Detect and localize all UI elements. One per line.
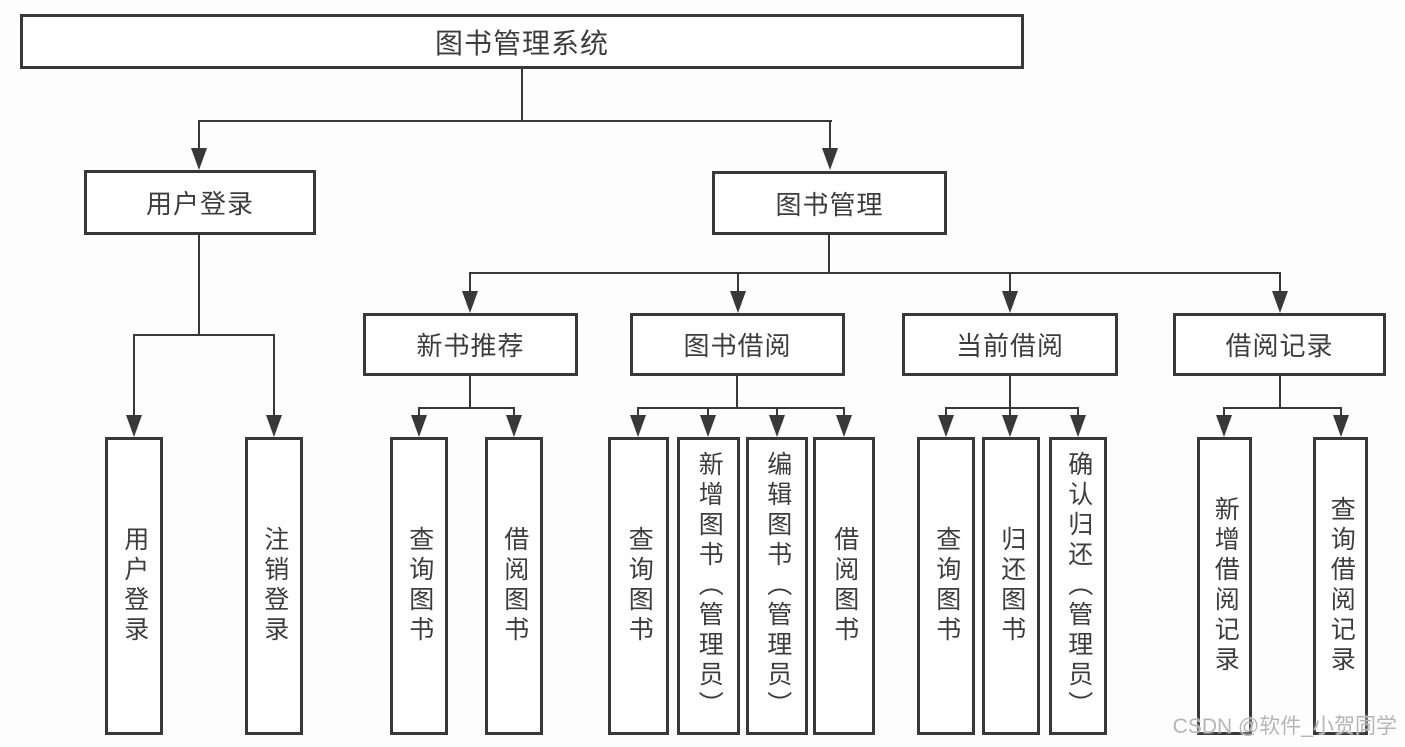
node-label: 用户登录	[145, 189, 254, 219]
arrow-down-icon	[191, 148, 207, 170]
arrow-down-icon	[938, 415, 954, 437]
arrow-down-icon	[769, 415, 785, 437]
arrow-down-icon	[506, 415, 522, 437]
arrow-down-icon	[700, 415, 716, 437]
connector-line	[945, 407, 947, 417]
node-label: 新增图书（管理员）	[695, 451, 724, 721]
connector-line	[469, 272, 1281, 274]
arrow-down-icon	[126, 415, 142, 437]
node-label: 当前借阅	[955, 331, 1064, 361]
csdn-watermark: CSDN @软件_小贺同学	[1172, 715, 1397, 738]
connector-line	[198, 120, 200, 150]
node-borrowing-records: 借阅记录	[1173, 313, 1386, 376]
connector-line	[1279, 272, 1281, 293]
node-leaf-add-books-admin: 新增图书（管理员）	[677, 437, 740, 735]
connector-line	[1279, 376, 1281, 407]
connector-line	[637, 407, 639, 417]
node-label: 图书管理	[775, 189, 884, 220]
connector-line	[469, 376, 471, 407]
node-user-login-group: 用户登录	[84, 170, 316, 235]
node-library-management-system: 图书管理系统	[20, 14, 1024, 69]
node-leaf-user-login: 用户登录	[105, 437, 163, 735]
node-leaf-edit-books-admin: 编辑图书（管理员）	[746, 437, 808, 735]
arrow-down-icon	[1002, 415, 1018, 437]
arrow-down-icon	[730, 291, 746, 313]
node-book-management-group: 图书管理	[712, 171, 947, 235]
node-leaf-query-borrow-record: 查询借阅记录	[1313, 437, 1368, 735]
arrow-down-icon	[1216, 415, 1232, 437]
connector-line	[198, 120, 832, 122]
node-label: 用户登录	[120, 526, 149, 646]
node-label: 查询图书	[932, 526, 961, 646]
node-leaf-borrow-books-1: 借阅图书	[485, 437, 543, 735]
arrow-down-icon	[822, 148, 838, 170]
connector-line	[1223, 407, 1341, 409]
node-leaf-return-books: 归还图书	[982, 437, 1040, 735]
node-book-borrowing: 图书借阅	[630, 313, 845, 376]
node-label: 借阅图书	[500, 526, 529, 646]
node-label: 查询图书	[405, 526, 434, 646]
connector-line	[513, 407, 515, 417]
connector-line	[828, 235, 830, 272]
arrow-down-icon	[1002, 291, 1018, 313]
node-label: 归还图书	[997, 526, 1026, 646]
connector-line	[737, 272, 739, 293]
node-label: 图书管理系统	[434, 27, 609, 59]
node-leaf-query-books-3: 查询图书	[917, 437, 975, 735]
node-leaf-add-borrow-record: 新增借阅记录	[1197, 437, 1252, 735]
connector-line	[829, 120, 831, 150]
arrow-down-icon	[411, 415, 427, 437]
node-label: 确认归还（管理员）	[1064, 451, 1093, 721]
arrow-down-icon	[266, 415, 282, 437]
connector-line	[945, 407, 1078, 409]
connector-line	[198, 235, 200, 334]
connector-line	[1223, 407, 1225, 417]
node-label: 查询图书	[625, 526, 654, 646]
connector-line	[1009, 376, 1011, 407]
arrow-down-icon	[1272, 291, 1288, 313]
node-label: 新书推荐	[416, 331, 525, 361]
connector-line	[133, 334, 275, 336]
connector-line	[736, 376, 738, 407]
connector-line	[418, 407, 420, 417]
connector-line	[776, 407, 778, 417]
connector-line	[418, 407, 515, 409]
connector-line	[521, 69, 523, 120]
arrow-down-icon	[630, 415, 646, 437]
node-label: 借阅图书	[830, 526, 859, 646]
connector-line	[1009, 407, 1011, 417]
node-leaf-query-books-1: 查询图书	[390, 437, 448, 735]
connector-line	[469, 272, 471, 293]
node-new-book-recommendation: 新书推荐	[363, 313, 578, 376]
node-leaf-confirm-return-admin: 确认归还（管理员）	[1049, 437, 1107, 735]
connector-line	[843, 407, 845, 417]
node-label: 借阅记录	[1225, 331, 1334, 361]
connector-line	[637, 407, 845, 409]
node-label: 新增借阅记录	[1211, 496, 1240, 676]
node-label: 注销登录	[260, 526, 289, 646]
node-leaf-query-books-2: 查询图书	[608, 437, 669, 735]
arrow-down-icon	[462, 291, 478, 313]
node-leaf-logout: 注销登录	[245, 437, 303, 735]
node-label: 查询借阅记录	[1327, 496, 1356, 676]
node-leaf-borrow-books-2: 借阅图书	[813, 437, 875, 735]
node-label: 编辑图书（管理员）	[763, 451, 792, 721]
connector-line	[1340, 407, 1342, 417]
connector-line	[133, 334, 135, 417]
connector-line	[273, 334, 275, 417]
node-label: 图书借阅	[683, 331, 792, 361]
connector-line	[707, 407, 709, 417]
arrow-down-icon	[836, 415, 852, 437]
node-current-borrowing: 当前借阅	[902, 313, 1118, 376]
connector-line	[1077, 407, 1079, 417]
arrow-down-icon	[1070, 415, 1086, 437]
connector-line	[1009, 272, 1011, 293]
arrow-down-icon	[1333, 415, 1349, 437]
